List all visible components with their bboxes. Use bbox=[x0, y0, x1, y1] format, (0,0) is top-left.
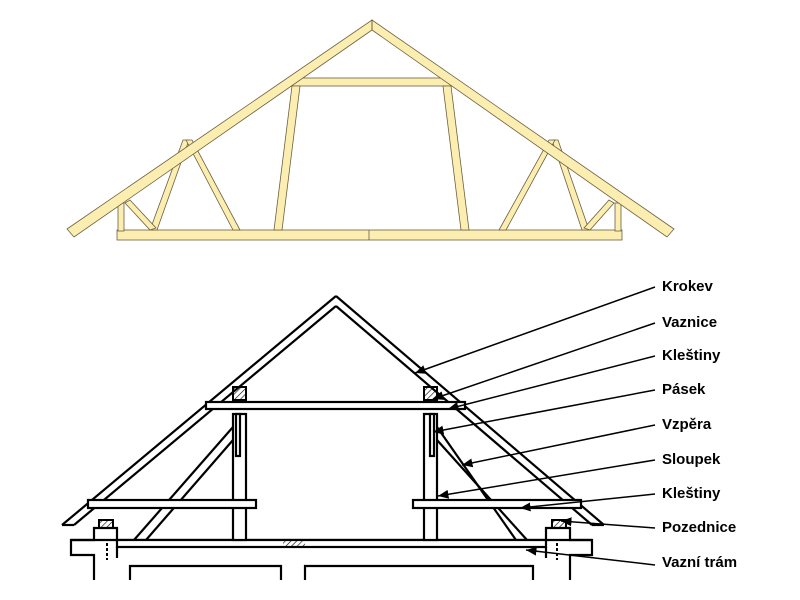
label-vaznice: Vaznice bbox=[662, 314, 718, 331]
tie-beam bbox=[115, 538, 548, 549]
label-pasek: Pásek bbox=[662, 381, 706, 398]
label-krokev: Krokev bbox=[662, 278, 713, 295]
bottom-chord bbox=[116, 229, 623, 241]
left-post bbox=[273, 85, 301, 231]
leader-lines bbox=[414, 286, 656, 566]
label-vazni-tram: Vazní trám bbox=[662, 554, 738, 571]
label-vzpera: Vzpěra bbox=[662, 416, 712, 433]
label-klestiny-lower: Kleštiny bbox=[662, 485, 721, 502]
colored-truss bbox=[66, 19, 675, 241]
label-klestiny-upper: Kleštiny bbox=[662, 347, 721, 364]
label-pozednice: Pozednice bbox=[662, 519, 737, 536]
right-rafter bbox=[371, 19, 675, 238]
right-post bbox=[442, 85, 470, 231]
collar-beam bbox=[289, 77, 453, 87]
section-drawing bbox=[61, 295, 605, 580]
label-sloupek: Sloupek bbox=[662, 451, 721, 468]
